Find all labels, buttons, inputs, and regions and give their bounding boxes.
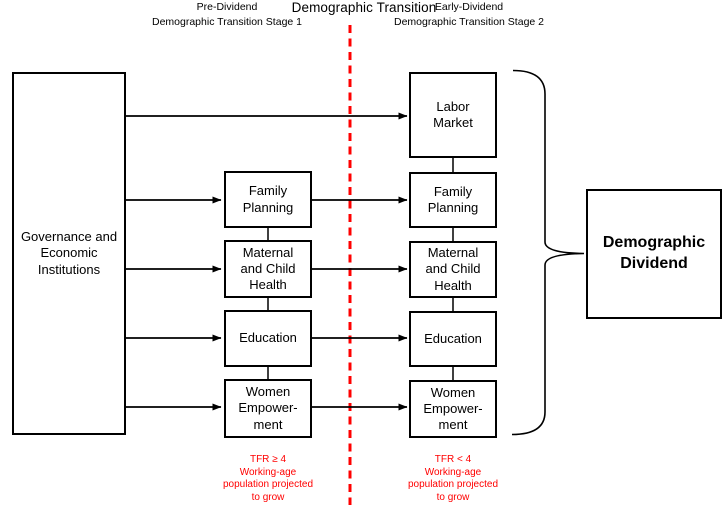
diagram-title: Demographic Transition: [291, 0, 437, 15]
curly-brace: [511, 69, 585, 436]
stage1-tfr-note: TFR ≥ 4 Working-age population projected…: [222, 454, 314, 503]
box-stage2-education: Education: [409, 311, 497, 367]
stage1-header: Pre-Dividend Demographic Transition Stag…: [152, 1, 302, 28]
box-governance-economic-institutions: Governance and Economic Institutions: [12, 72, 126, 435]
box-stage2-family-planning: Family Planning: [409, 172, 497, 228]
box-stage2-women-empowerment: Women Empower- ment: [409, 380, 497, 438]
stage2-tfr-note: TFR < 4 Working-age population projected…: [407, 454, 499, 503]
box-stage1-education: Education: [224, 310, 312, 367]
box-stage2-labor-market: Labor Market: [409, 72, 497, 158]
vertical-connectors: [267, 157, 454, 381]
box-stage1-women-empowerment: Women Empower- ment: [224, 379, 312, 438]
box-stage2-maternal-child-health: Maternal and Child Health: [409, 241, 497, 298]
box-demographic-dividend: Demographic Dividend: [586, 189, 722, 319]
box-stage1-family-planning: Family Planning: [224, 171, 312, 228]
box-stage1-maternal-child-health: Maternal and Child Health: [224, 240, 312, 298]
flow-arrows: [126, 112, 408, 411]
stage2-header: Early-Dividend Demographic Transition St…: [394, 1, 544, 28]
